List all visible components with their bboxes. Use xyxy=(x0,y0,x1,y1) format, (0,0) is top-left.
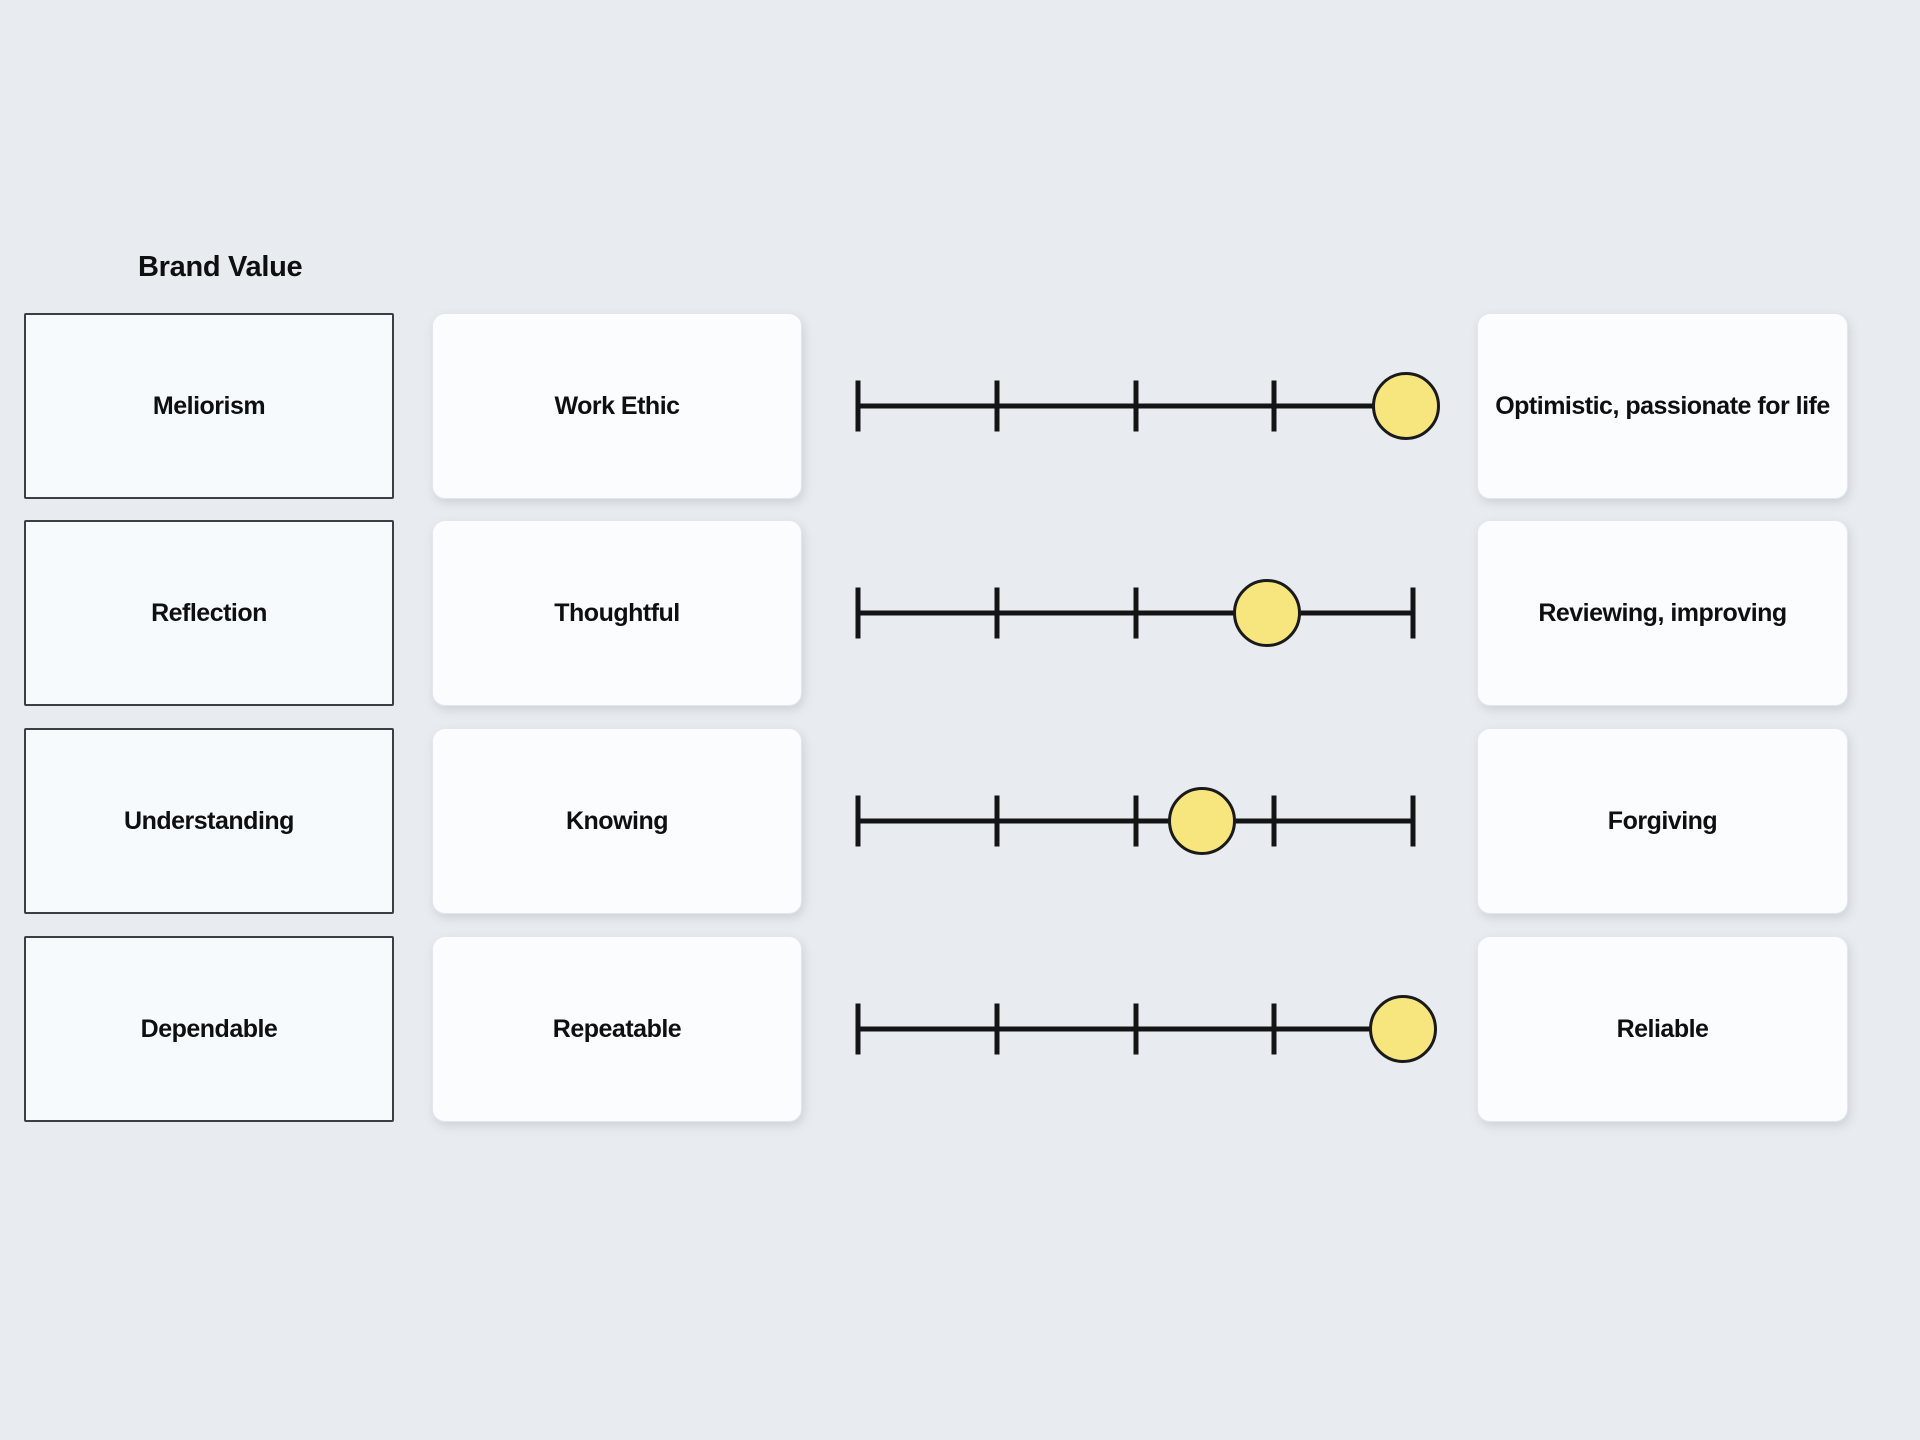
value-label: Understanding xyxy=(124,806,294,835)
rating-slider xyxy=(855,728,1416,914)
slider-tick xyxy=(1133,795,1138,847)
slider-tick xyxy=(1410,795,1416,847)
rating-slider xyxy=(855,313,1440,499)
slider-tick xyxy=(1410,587,1416,639)
value-card[interactable]: Dependable xyxy=(24,936,394,1122)
meaning-label: Forgiving xyxy=(1607,806,1718,835)
brand-value-row: Reflection Thoughtful Reviewing, improvi… xyxy=(0,520,1920,706)
value-card[interactable]: Understanding xyxy=(24,728,394,914)
meaning-card[interactable]: Optimistic, passionate for life xyxy=(1477,313,1848,499)
slider-tick xyxy=(855,795,861,847)
slider-tick xyxy=(1271,380,1277,432)
slider-marker[interactable] xyxy=(1168,787,1237,855)
slider-marker[interactable] xyxy=(1369,995,1437,1063)
brand-value-row: Understanding Knowing Forgiving xyxy=(0,728,1920,914)
meaning-card[interactable]: Forgiving xyxy=(1477,728,1848,914)
slider-tick xyxy=(994,1003,1000,1055)
trait-card[interactable]: Repeatable xyxy=(432,936,802,1122)
slider-tick xyxy=(1271,795,1277,847)
trait-label: Repeatable xyxy=(552,1014,682,1043)
trait-card[interactable]: Thoughtful xyxy=(432,520,802,706)
slider-tick xyxy=(1133,1003,1138,1055)
value-label: Meliorism xyxy=(152,391,266,420)
slider-marker[interactable] xyxy=(1371,372,1440,440)
meaning-label: Reliable xyxy=(1616,1014,1709,1043)
rating-slider xyxy=(855,936,1437,1122)
meaning-label: Reviewing, improving xyxy=(1538,598,1787,627)
meaning-label: Optimistic, passionate for life xyxy=(1495,391,1830,420)
rating-slider xyxy=(855,520,1416,706)
slider-tick xyxy=(855,1003,861,1055)
brand-value-row: Dependable Repeatable Reliable xyxy=(0,936,1920,1122)
trait-label: Knowing xyxy=(565,806,669,835)
trait-label: Work Ethic xyxy=(554,391,680,420)
board-title[interactable]: Brand Value xyxy=(138,251,303,283)
slider-tick xyxy=(1133,380,1138,432)
value-label: Reflection xyxy=(151,598,267,627)
slider-tick xyxy=(855,380,861,432)
meaning-card[interactable]: Reliable xyxy=(1477,936,1848,1122)
slider-tick xyxy=(1133,587,1138,639)
value-card[interactable]: Reflection xyxy=(24,520,394,706)
slider-tick xyxy=(994,587,1000,639)
meaning-card[interactable]: Reviewing, improving xyxy=(1477,520,1848,706)
value-card[interactable]: Meliorism xyxy=(24,313,394,499)
slider-marker[interactable] xyxy=(1233,579,1302,647)
brand-value-row: Meliorism Work Ethic Optimistic, passion… xyxy=(0,313,1920,499)
slider-tick xyxy=(1271,1003,1277,1055)
trait-card[interactable]: Work Ethic xyxy=(432,313,802,499)
value-label: Dependable xyxy=(140,1014,278,1043)
trait-label: Thoughtful xyxy=(554,598,680,627)
slider-tick xyxy=(994,380,1000,432)
slider-tick xyxy=(855,587,861,639)
trait-card[interactable]: Knowing xyxy=(432,728,802,914)
slider-tick xyxy=(994,795,1000,847)
